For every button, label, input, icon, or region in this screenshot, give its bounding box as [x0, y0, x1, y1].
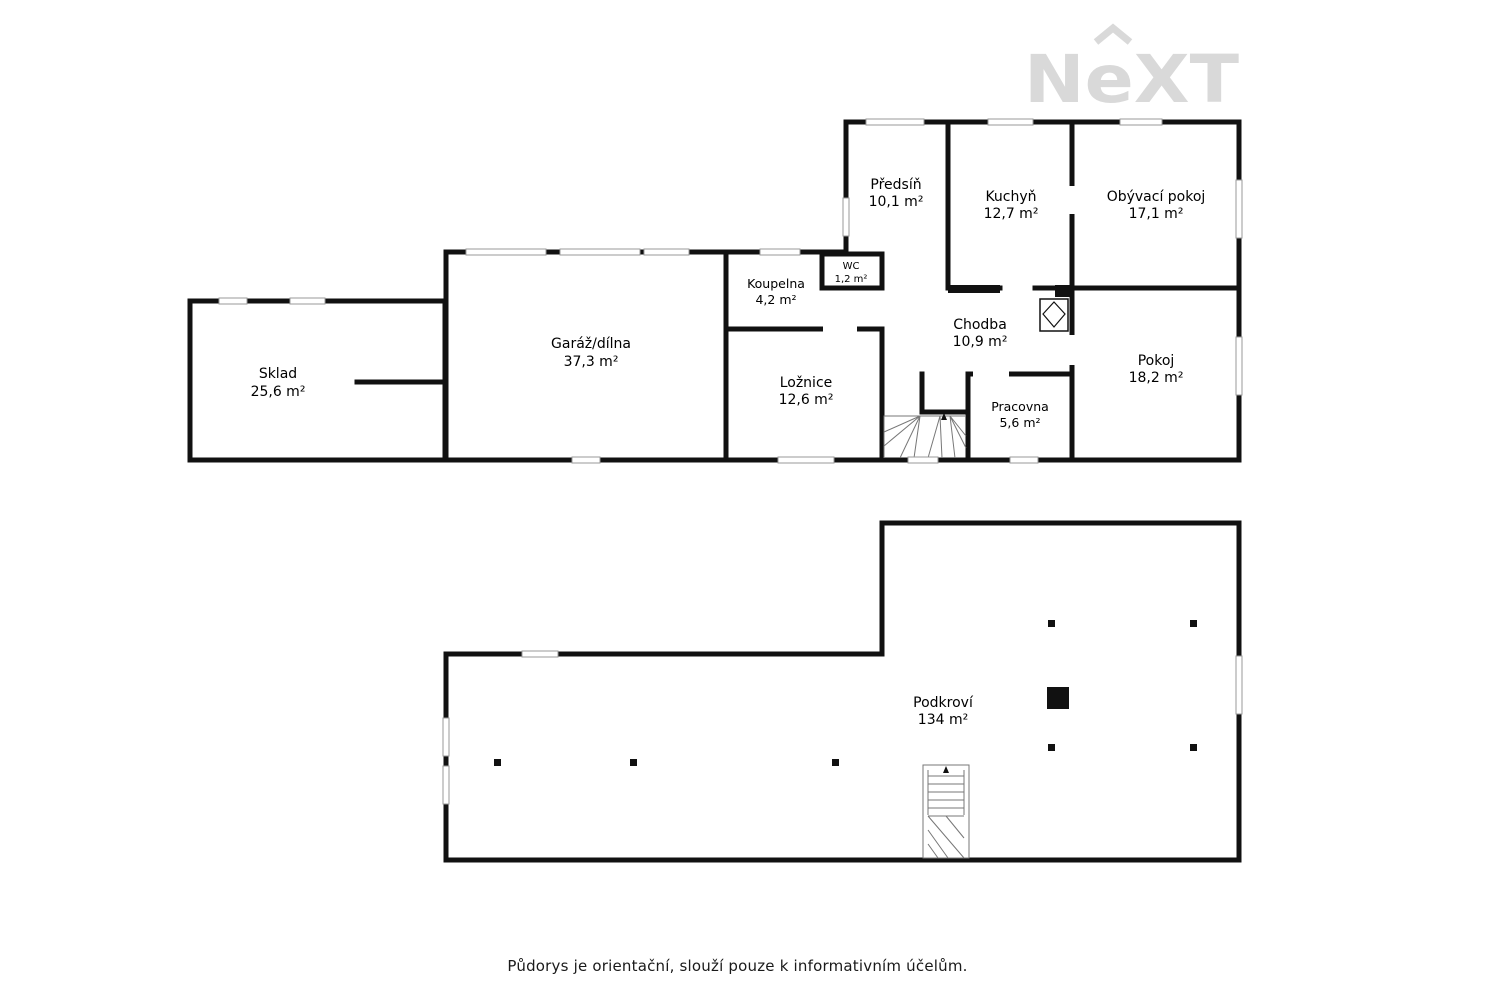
attic-plan: Podkroví 134 m²: [442, 520, 1243, 863]
room-area-podkrovi: 134 m²: [918, 712, 968, 728]
room-area-predsin: 10,1 m²: [869, 194, 924, 210]
ground-floor-plan: Sklad 25,6 m² Garáž/dílna 37,3 m² Koupel…: [187, 118, 1243, 464]
wall-segment: [1055, 285, 1072, 297]
room-name-predsin: Předsíň: [870, 177, 921, 193]
room-area-pracovna: 5,6 m²: [999, 415, 1040, 430]
room-area-garaz: 37,3 m²: [564, 354, 619, 370]
room-area-obyvaci-pokoj: 17,1 m²: [1129, 206, 1184, 222]
ground-floor-walls: [187, 119, 1242, 463]
room-name-kuchyn: Kuchyň: [985, 189, 1036, 205]
room-name-podkrovi: Podkroví: [913, 695, 974, 711]
room-area-kuchyn: 12,7 m²: [984, 206, 1039, 222]
attic-labels: Podkroví 134 m²: [913, 695, 974, 728]
chimney-icon: [1039, 298, 1069, 332]
room-area-koupelna: 4,2 m²: [755, 292, 796, 307]
room-name-sklad: Sklad: [259, 366, 297, 382]
room-labels: Sklad 25,6 m² Garáž/dílna 37,3 m² Koupel…: [251, 177, 1206, 430]
next-logo: NeXT: [1024, 23, 1239, 118]
room-area-wc: 1,2 m²: [835, 274, 868, 285]
room-name-pokoj: Pokoj: [1138, 353, 1175, 369]
room-name-pracovna: Pracovna: [991, 399, 1049, 414]
attic-windows: [442, 650, 1243, 805]
room-area-sklad: 25,6 m²: [251, 384, 306, 400]
room-area-loznice: 12,6 m²: [779, 392, 834, 408]
wall-segment: [948, 285, 1000, 293]
room-name-obyvaci-pokoj: Obývací pokoj: [1107, 189, 1206, 205]
support-posts: [494, 620, 1197, 766]
attic-walls: [443, 520, 1242, 863]
room-name-garaz: Garáž/dílna: [551, 336, 631, 352]
room-area-pokoj: 18,2 m²: [1129, 370, 1184, 386]
room-name-wc: WC: [843, 261, 860, 272]
logo-chevron-icon: [1093, 23, 1133, 45]
disclaimer-text: Půdorys je orientační, slouží pouze k in…: [507, 957, 968, 975]
room-area-chodba: 10,9 m²: [953, 334, 1008, 350]
windows: [218, 118, 1243, 464]
room-name-koupelna: Koupelna: [747, 276, 805, 291]
logo-text: NeXT: [1024, 41, 1239, 118]
staircase-icon: [883, 413, 967, 459]
room-name-chodba: Chodba: [953, 317, 1007, 333]
room-name-loznice: Ložnice: [780, 375, 833, 391]
attic-staircase-icon: [922, 764, 970, 859]
chimney-block: [1047, 687, 1069, 709]
door-openings: [819, 186, 1077, 379]
